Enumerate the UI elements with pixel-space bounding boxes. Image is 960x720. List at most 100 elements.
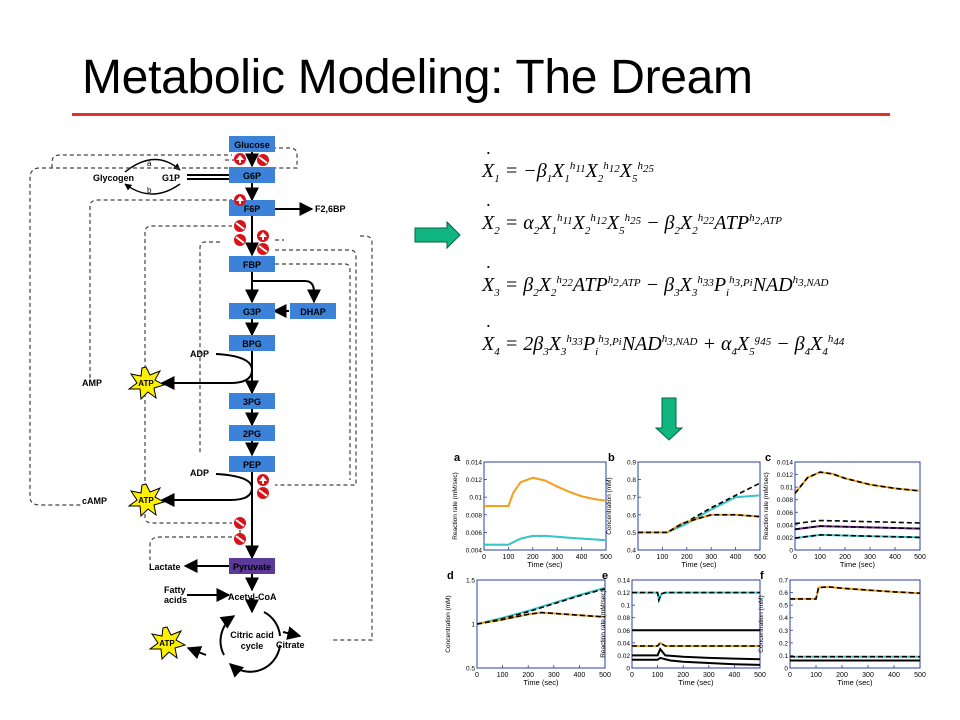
x-tick-label: 0 — [475, 672, 479, 679]
series-line — [794, 519, 921, 525]
y-tick-label: 0.3 — [779, 628, 788, 635]
series-line — [484, 476, 607, 507]
bpg-label: BPG — [242, 339, 262, 349]
x-tick-label: 300 — [551, 554, 563, 561]
panel-letter: a — [454, 452, 461, 464]
series-line — [638, 513, 761, 534]
x-tick-label: 200 — [681, 554, 693, 561]
y-tick-label: 0.012 — [777, 472, 794, 479]
x-tick-label: 0 — [636, 554, 640, 561]
x-tick-label: 0 — [793, 554, 797, 561]
y-tick-label: 1 — [471, 622, 475, 629]
x-tick-label: 200 — [522, 672, 534, 679]
dhap-label: DHAP — [300, 307, 326, 317]
y-tick-label: 0.1 — [779, 653, 788, 660]
x-tick-label: 500 — [599, 672, 611, 679]
y-tick-label: 0.008 — [777, 497, 794, 504]
title-rule — [72, 113, 890, 116]
x-axis-label: Time (sec) — [840, 560, 876, 569]
y-tick-label: 0.6 — [627, 512, 636, 519]
g6p-box — [229, 167, 275, 183]
x-tick-label: 0 — [630, 672, 634, 679]
y-axis-label: Concentration (mM) — [758, 595, 765, 652]
2pg-box — [229, 425, 275, 441]
x-tick-label: 300 — [703, 672, 715, 679]
y-tick-label: 0.014 — [466, 460, 483, 467]
series-line — [794, 525, 921, 531]
pep-label: PEP — [243, 460, 261, 470]
y-tick-label: 0.4 — [627, 548, 636, 555]
y-tick-label: 0.02 — [617, 653, 630, 660]
y-tick-label: 0.5 — [627, 530, 636, 537]
y-axis-label: Concentration (mM) — [445, 595, 452, 652]
x-tick-label: 100 — [810, 672, 822, 679]
equation-2: X2 = α2X1h11X2h12X5h25 − β2X2h22ATPh2,AT… — [482, 212, 782, 237]
y-tick-label: 0.4 — [779, 615, 788, 622]
glycogen-label: Glycogen — [93, 173, 134, 183]
g6p-label: G6P — [243, 171, 261, 181]
y-axis-label: Reaction rate (mM/sec) — [763, 472, 770, 540]
panel-letter: e — [602, 570, 608, 582]
activate-icon — [257, 474, 269, 486]
x-tick-label: 400 — [889, 554, 901, 561]
y-tick-label: 0.014 — [777, 460, 794, 467]
pyruvate-box — [229, 558, 275, 574]
acids-label: acids — [164, 595, 187, 605]
y-tick-label: 0.8 — [627, 477, 636, 484]
atp-star-icon: ATP — [127, 366, 166, 401]
x-tick-label: 200 — [677, 672, 689, 679]
equation-1: X1 = −β1X1h11X2h12X5h25 — [482, 160, 654, 185]
y-tick-label: 0.008 — [466, 512, 483, 519]
bpg-box — [229, 335, 275, 351]
series-line — [790, 586, 921, 600]
x-axis-label: Time (sec) — [678, 678, 714, 687]
y-tick-label: 0.7 — [627, 495, 636, 502]
series-line — [484, 534, 607, 546]
y-tick-label: 0.6 — [779, 590, 788, 597]
x-tick-label: 100 — [657, 554, 669, 561]
y-tick-label: 0.002 — [777, 535, 794, 542]
panel-letter: c — [765, 452, 771, 464]
inhibit-icon — [234, 234, 246, 246]
main-flux-arrows — [160, 152, 321, 614]
x-tick-label: 400 — [888, 672, 900, 679]
series-line — [476, 588, 606, 625]
panel-letter: b — [608, 452, 615, 464]
y-axis-label: Reaction rate (mM/sec) — [452, 472, 459, 540]
y-tick-label: 0.5 — [779, 603, 788, 610]
reaction-a-label: a — [147, 159, 152, 168]
plot-frame — [789, 579, 921, 669]
x-tick-label: 400 — [730, 554, 742, 561]
inhibit-icon — [257, 154, 269, 166]
x-tick-label: 500 — [754, 672, 766, 679]
x-axis-label: Time (sec) — [837, 678, 873, 687]
x-tick-label: 300 — [705, 554, 717, 561]
atp-star-icon: ATP — [127, 483, 166, 518]
equation-3: X3 = β2X2h22ATPh2,ATP − β3X3h33Pih3,PiNA… — [482, 274, 828, 299]
atp-star-icon: ATP — [148, 626, 187, 661]
y-tick-label: 0.01 — [469, 495, 482, 502]
y-axis-label: Concentration (mM) — [606, 477, 613, 534]
inhibit-icon — [234, 533, 246, 545]
panel-letter: d — [447, 570, 454, 582]
activate-icon — [234, 194, 246, 206]
series-line — [632, 656, 761, 666]
camp-label: cAMP — [82, 496, 107, 506]
panel-letter: f — [760, 570, 764, 582]
series-line — [794, 471, 921, 494]
plot-frame — [637, 461, 761, 551]
citric-acid-cycle — [186, 611, 302, 678]
y-tick-label: 0.006 — [777, 510, 794, 517]
x-tick-label: 500 — [600, 554, 612, 561]
dhap-box — [290, 303, 336, 319]
x-tick-label: 100 — [497, 672, 509, 679]
x-tick-label: 500 — [914, 554, 926, 561]
fbp-label: FBP — [243, 260, 261, 270]
g3p-box — [229, 303, 275, 319]
y-tick-label: 0.04 — [617, 640, 630, 647]
amp-label: AMP — [82, 378, 102, 388]
x-tick-label: 500 — [754, 554, 766, 561]
y-tick-label: 0.1 — [621, 603, 630, 610]
